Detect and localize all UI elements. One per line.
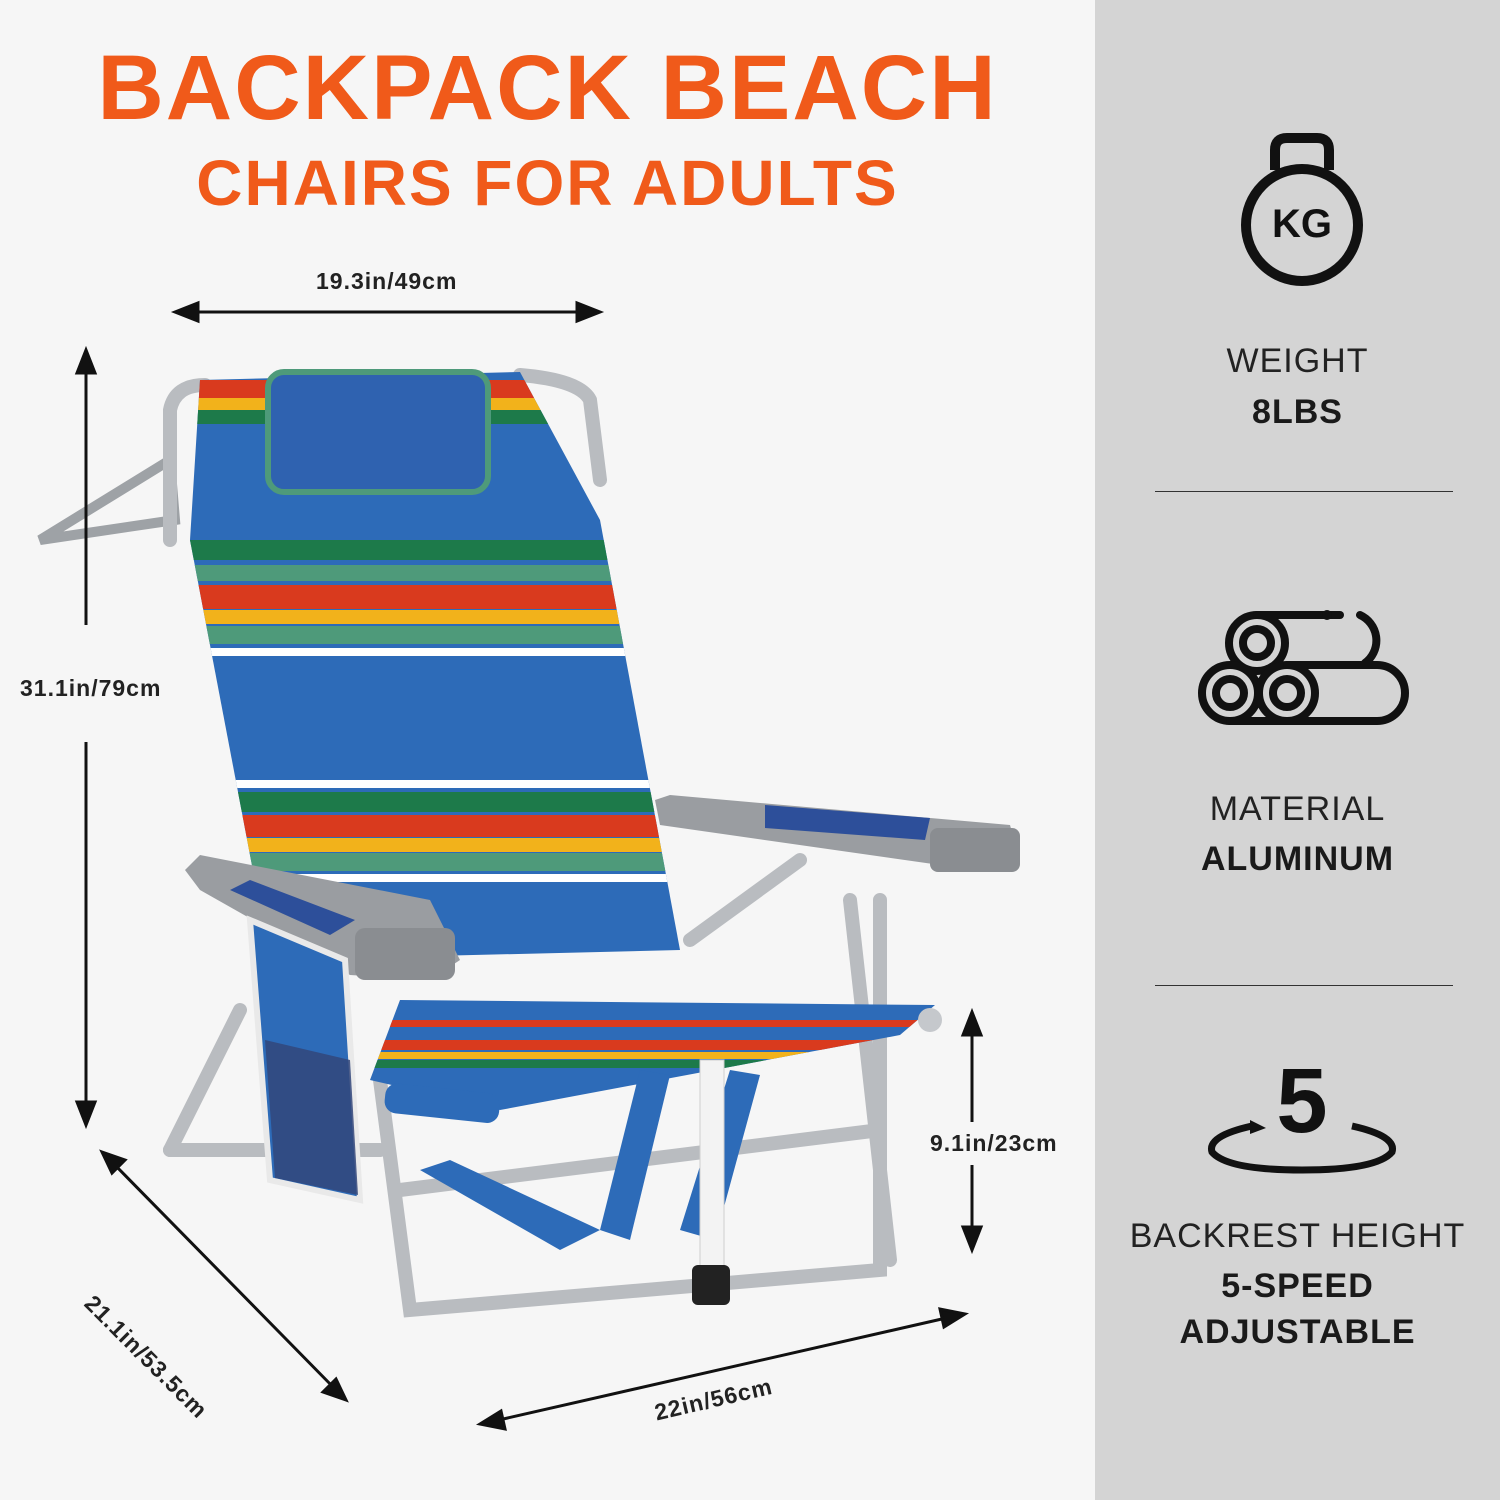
beach-chair-image bbox=[37, 368, 1020, 1318]
right-armrest bbox=[655, 795, 1020, 872]
depth-arrow bbox=[108, 1158, 340, 1394]
spec-sidebar bbox=[1095, 0, 1500, 1500]
weight-value: 8LBS bbox=[1252, 393, 1343, 431]
backrest-label: BACKREST HEIGHT bbox=[1129, 1217, 1466, 1255]
five-position-icon bbox=[1208, 1120, 1396, 1174]
width-top-label: 19.3in/49cm bbox=[316, 268, 458, 294]
aluminum-tubes-icon bbox=[1198, 610, 1409, 725]
kettlebell-icon bbox=[1241, 133, 1363, 286]
material-label: MATERIAL bbox=[1209, 790, 1386, 828]
height-label: 31.1in/79cm bbox=[20, 675, 162, 701]
side-pouch bbox=[246, 915, 364, 1204]
material-value: ALUMINUM bbox=[1200, 840, 1395, 878]
dimension-arrows bbox=[74, 300, 984, 1431]
backrest-icon-number: 5 bbox=[1276, 1050, 1328, 1152]
title-line-1: BACKPACK BEACH bbox=[97, 37, 998, 139]
divider-2 bbox=[1155, 985, 1453, 986]
left-armrest bbox=[185, 855, 460, 980]
seat-height-label: 9.1in/23cm bbox=[930, 1130, 1058, 1156]
headrest-pillow bbox=[265, 369, 491, 495]
divider-1 bbox=[1155, 491, 1453, 492]
title-line-2: CHAIRS FOR ADULTS bbox=[196, 147, 899, 219]
backpack-straps bbox=[420, 1059, 760, 1305]
width-bottom-arrow bbox=[489, 1314, 956, 1424]
weight-icon-text: KG bbox=[1272, 202, 1332, 246]
backrest-value-line-1: 5-SPEED bbox=[1221, 1267, 1374, 1305]
backrest-value-line-2: ADJUSTABLE bbox=[1179, 1313, 1416, 1351]
weight-label: WEIGHT bbox=[1226, 342, 1369, 380]
